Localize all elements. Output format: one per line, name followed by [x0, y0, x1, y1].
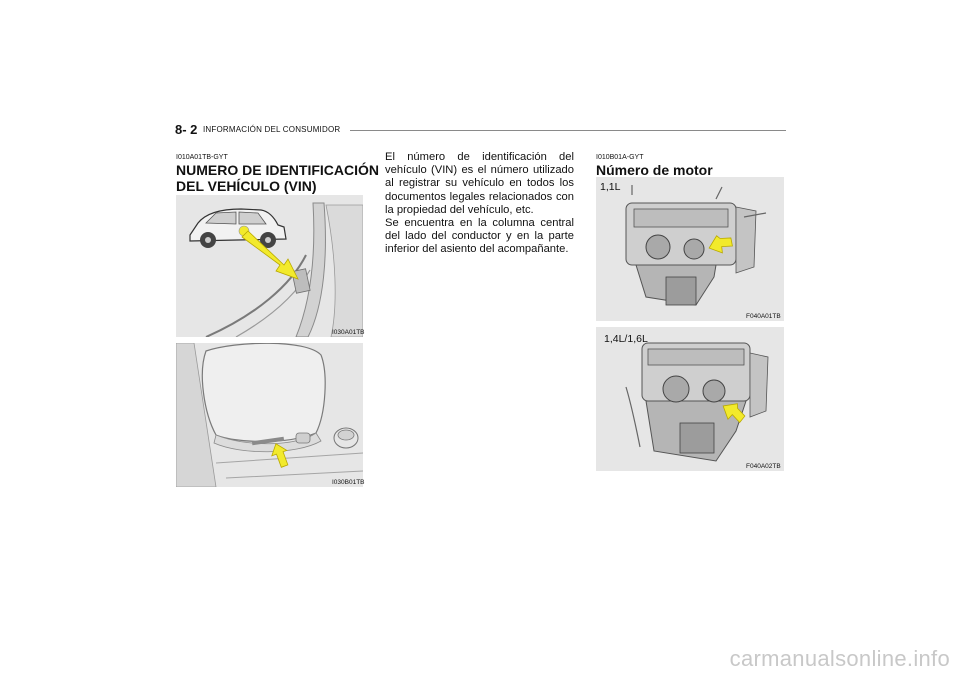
vin-section-title-line2: DEL VEHÍCULO (VIN) — [176, 178, 317, 194]
page-number: 8- 2 — [175, 122, 198, 137]
watermark: carmanualsonline.info — [729, 646, 950, 671]
vin-seat-figure — [176, 343, 363, 487]
figure-code-engine-2: F040A02TB — [746, 463, 781, 470]
engine-2-label: 1,4L/1,6L — [604, 333, 648, 345]
vin-description-paragraph-1: El número de identificación del vehículo… — [385, 151, 574, 216]
vin-section-code: I010A01TB-GYT — [176, 154, 228, 161]
vin-description: El número de identificación del vehículo… — [385, 151, 574, 257]
figure-code-engine-1: F040A01TB — [746, 313, 781, 320]
section-header-title: INFORMACIÓN DEL CONSUMIDOR — [203, 125, 341, 134]
header-rule — [350, 130, 786, 131]
vin-section-title-line1: NUMERO DE IDENTIFICACIÓN — [176, 162, 379, 178]
figure-code-vin-seat: I030B01TB — [332, 479, 365, 486]
vin-description-paragraph-2: Se encuentra en la columna central del l… — [385, 217, 574, 256]
engine-section-title: Número de motor — [596, 162, 713, 178]
vin-pillar-figure — [176, 195, 363, 337]
engine-2-figure — [596, 327, 784, 471]
engine-1-label: 1,1L — [600, 181, 621, 193]
engine-section-code: I010B01A-GYT — [596, 154, 644, 161]
engine-1-figure — [596, 177, 784, 321]
figure-code-vin-pillar: I030A01TB — [332, 329, 365, 336]
